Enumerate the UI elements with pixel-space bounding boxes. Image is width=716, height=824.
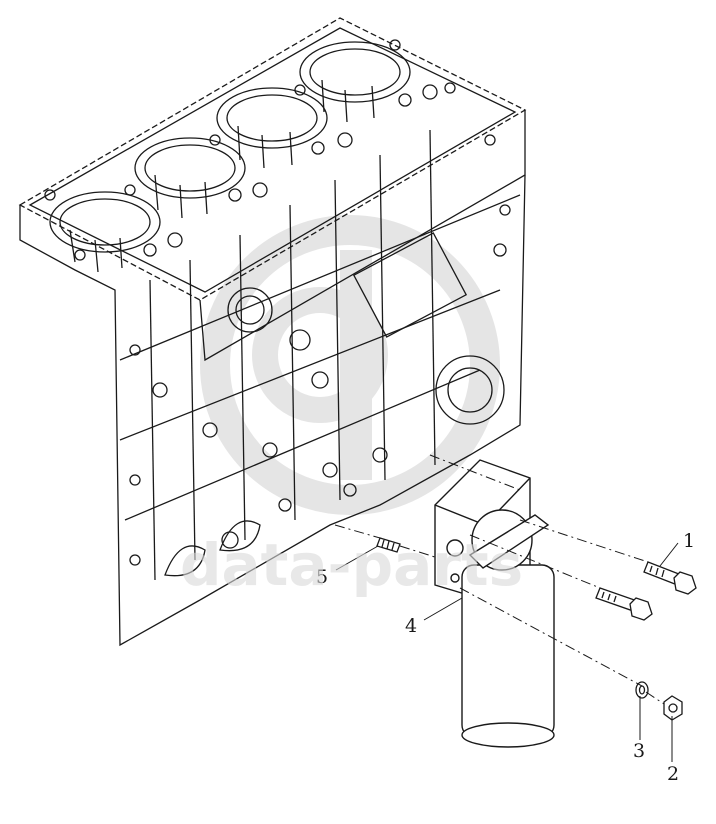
leader-lines (335, 542, 679, 762)
bolt-upper (643, 561, 697, 595)
watermark-logo (200, 215, 500, 515)
callout-3: 3 (633, 740, 645, 762)
callout-5: 5 (316, 566, 328, 588)
callout-2: 2 (667, 763, 679, 785)
callout-4: 4 (405, 615, 417, 637)
assembly-centerlines (334, 454, 665, 705)
watermark-text: data-parts (180, 531, 523, 599)
bolt-lower (595, 587, 653, 621)
engine-block (18, 17, 527, 647)
callout-1: 1 (683, 530, 695, 552)
stud (376, 537, 401, 553)
washer (635, 681, 649, 699)
nut (663, 695, 683, 721)
oil-filter-assembly (434, 459, 555, 748)
